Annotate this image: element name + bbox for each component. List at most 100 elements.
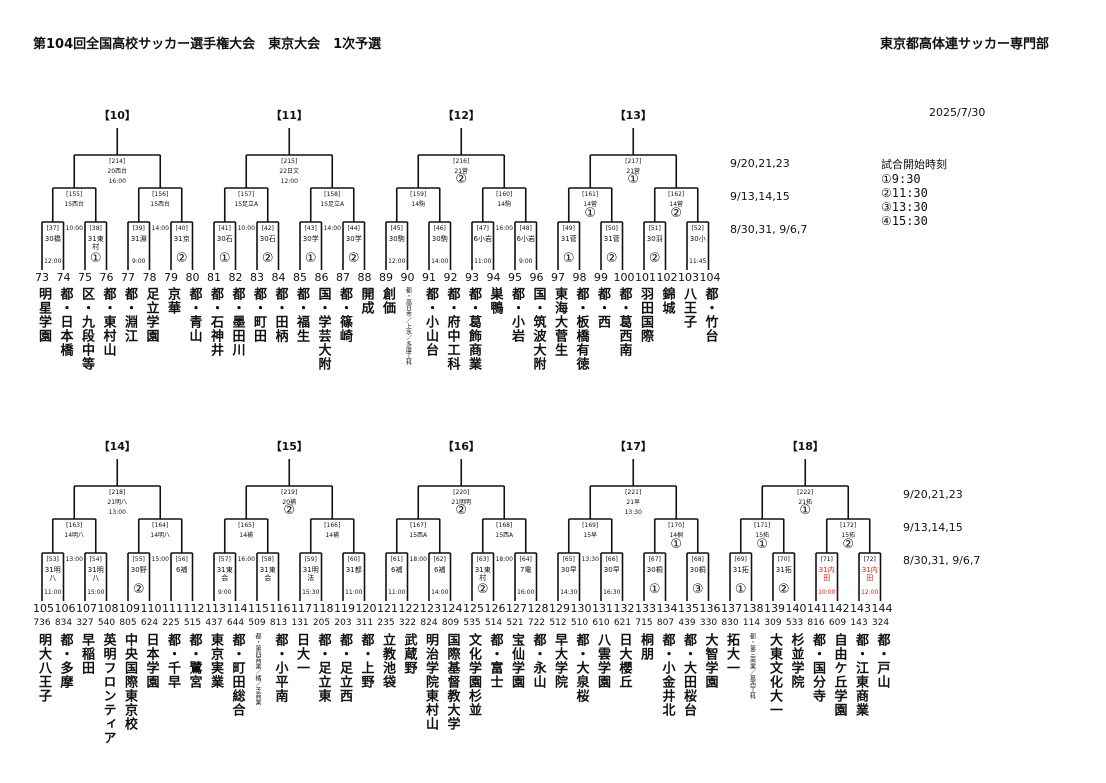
block-16-seed-2: 123 xyxy=(420,602,441,615)
block-11-mid-time-0: 10:00 xyxy=(237,225,255,232)
block-18-semi-venue-1: 15拓 xyxy=(841,532,856,539)
block-10-team-2: 区・九段中等 xyxy=(79,287,94,371)
block-15-code-5: 205 xyxy=(312,618,331,628)
block-14-code-6: 225 xyxy=(162,618,180,628)
block-15-code-3: 813 xyxy=(269,618,288,628)
block-18-code-7: 324 xyxy=(871,618,890,628)
block-17-team-1: 都・大泉桜 xyxy=(573,633,589,703)
block-14-seed-7: 112 xyxy=(183,602,205,615)
block-14-team-0: 明大八王子 xyxy=(36,633,51,703)
block-13-team-4: 羽田国際 xyxy=(638,287,653,343)
block-17-seed-3: 132 xyxy=(613,602,635,615)
block-12-team-1: 都・高日市／上水／多摩工科 xyxy=(404,287,412,365)
block-17-mid-time-0: 13:30 xyxy=(581,556,599,563)
block-13-seed-7: 104 xyxy=(699,271,721,284)
block-14-seed-4: 109 xyxy=(119,602,140,615)
start-times-legend: 試合開始時刻 ①9:30 ②11:30 ③13:30 ④15:30 xyxy=(881,158,947,228)
block-12-seed-2: 91 xyxy=(422,271,436,284)
schedule-top-final: 9/20,21,23 xyxy=(730,157,790,170)
block-10-r1-venue-0: 30橋 xyxy=(44,235,61,243)
block-12-final-num: [216] xyxy=(453,158,470,165)
block-16-code-7: 722 xyxy=(527,618,546,628)
block-15-seed-7: 120 xyxy=(355,602,377,615)
block-17-r1-venue-0: 30早 xyxy=(560,566,577,574)
block-15-code-6: 203 xyxy=(334,618,352,628)
block-15-r1-venue-2: 31明法 xyxy=(302,566,319,582)
block-13-seed-3: 100 xyxy=(613,271,635,284)
block-12-team-2: 都・小山台 xyxy=(423,287,438,357)
block-11-team-4: 都・福生 xyxy=(294,287,309,343)
block-10-final-time: 16:00 xyxy=(108,178,126,185)
block-10-mid-time-1: 14:00 xyxy=(151,225,169,232)
block-15-mid-time-0: 16:00 xyxy=(237,556,255,563)
block-14-final-time: 13:00 xyxy=(108,509,126,516)
block-12-final-circle: ② xyxy=(455,172,468,187)
block-13-seed-5: 102 xyxy=(656,271,678,284)
start-time-1: ①9:30 xyxy=(881,172,921,186)
block-12-team-6: 都・小岩 xyxy=(509,287,524,343)
block-15-team-1: 都・町田総合 xyxy=(229,633,245,717)
block-13-team-0: 東海大菅生 xyxy=(552,287,567,357)
block-18-r1-num-1: [70] xyxy=(777,556,790,563)
block-13-r1-num-1: [50] xyxy=(605,225,618,232)
block-11-final-time: 12:00 xyxy=(280,178,298,185)
schedule-bottom-final: 9/20,21,23 xyxy=(903,488,963,501)
block-16-code-5: 514 xyxy=(484,618,503,628)
block-17-r1-venue-3: 30桐 xyxy=(689,566,706,574)
block-13-r1-circle-1: ② xyxy=(605,251,618,266)
block-16-r1-time-3: 16:00 xyxy=(517,589,535,596)
block-16-r1-num-2: [63] xyxy=(476,556,489,563)
block-17-r1-time-1: 16:30 xyxy=(603,589,621,596)
block-16-semi-venue-1: 15西A xyxy=(495,532,514,539)
block-10-label: 【10】 xyxy=(98,109,136,122)
block-16-seed-0: 121 xyxy=(377,602,398,615)
block-18-team-2: 大東文化大一 xyxy=(767,633,782,717)
block-17-team-0: 早大学院 xyxy=(552,633,567,689)
block-13-r1-venue-2: 30羽 xyxy=(646,235,663,243)
block-10-seed-2: 75 xyxy=(78,271,92,284)
block-12-r1-venue-3: 6小岩 xyxy=(516,235,535,243)
block-10-r1-circle-1: ① xyxy=(89,251,102,266)
block-15-code-7: 311 xyxy=(355,618,374,628)
block-14-team-4: 中央国際東京校 xyxy=(122,633,137,731)
block-15-seed-5: 118 xyxy=(312,602,334,615)
block-14-seed-0: 105 xyxy=(33,602,54,615)
block-12-seed-6: 95 xyxy=(508,271,522,284)
block-15-r1-venue-0: 31東会 xyxy=(216,566,233,582)
block-18-r1-circle-1: ② xyxy=(777,582,790,597)
block-18-r1-venue-0: 31拓 xyxy=(732,566,749,574)
block-14-label: 【14】 xyxy=(98,440,136,453)
block-17-code-1: 510 xyxy=(570,618,589,628)
block-17-seed-6: 135 xyxy=(678,602,699,615)
block-17-code-3: 621 xyxy=(613,618,632,628)
block-15-team-5: 都・足立東 xyxy=(315,633,331,703)
block-14-r1-circle-2: ② xyxy=(132,582,145,597)
block-18-label: 【18】 xyxy=(786,440,824,453)
block-17-seed-0: 129 xyxy=(549,602,570,615)
block-18-team-7: 都・戸山 xyxy=(874,633,890,689)
block-11-seed-6: 87 xyxy=(336,271,350,284)
schedule-top-semi: 9/13,14,15 xyxy=(730,190,790,203)
block-13-seed-0: 97 xyxy=(551,271,565,284)
block-13-final-circle: ① xyxy=(627,172,640,187)
block-18-r1-venue-1: 31拓 xyxy=(775,566,792,574)
block-15-team-0: 東京実業 xyxy=(208,633,223,689)
block-17-code-2: 610 xyxy=(592,618,610,628)
block-17-team-6: 都・大田桜台 xyxy=(681,633,696,717)
block-17-code-5: 807 xyxy=(656,618,675,628)
block-14-semi-num-0: [163] xyxy=(66,522,83,529)
block-18-semi-venue-0: 15拓 xyxy=(755,532,770,539)
block-17-final-venue: 21早 xyxy=(626,499,641,506)
block-18-r1-venue-2: 31内田 xyxy=(818,566,835,582)
block-14-r1-num-3: [56] xyxy=(175,556,188,563)
block-14-team-6: 都・千早 xyxy=(165,633,180,689)
block-17-semi-num-1: [170] xyxy=(668,522,685,529)
block-13-r1-venue-3: 30小 xyxy=(689,235,706,243)
block-11-seed-0: 81 xyxy=(207,271,221,284)
block-18-team-5: 自由ケ丘学園 xyxy=(831,633,847,717)
block-15-code-2: 509 xyxy=(248,618,266,628)
block-10-team-3: 都・東村山 xyxy=(100,287,116,357)
block-16-r1-venue-1: 6補 xyxy=(434,566,446,574)
block-15-r1-time-2: 15:30 xyxy=(302,589,320,596)
